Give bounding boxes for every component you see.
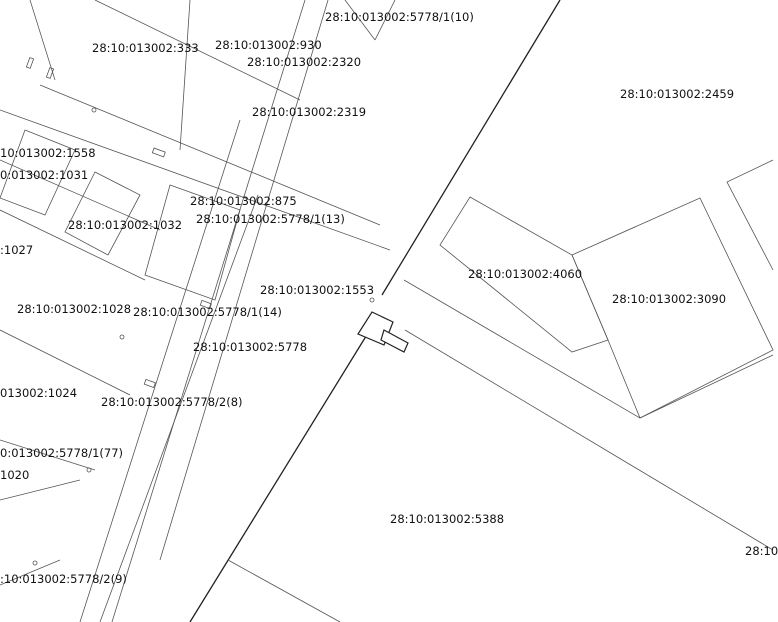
survey-point — [32, 560, 38, 566]
parcel-line — [0, 439, 96, 471]
road-edge — [159, 0, 329, 561]
parcel-shape — [0, 129, 76, 216]
parcel-label: 28:10:013002:930 — [215, 38, 322, 52]
parcel-label: 28:10:013002:5778/1(14) — [133, 305, 282, 319]
parcel-label: 28:10 — [745, 544, 778, 558]
road-edge — [79, 119, 241, 622]
parcel-line — [0, 479, 81, 501]
street-edge — [39, 84, 381, 226]
parcel-label: 28:10:013002:1028 — [17, 302, 132, 316]
parcel-label: 10:013002:1558 — [0, 146, 96, 160]
parcel-line — [344, 0, 376, 41]
survey-point — [369, 297, 375, 303]
road-marker — [45, 67, 55, 79]
parcel-label: 28:10:013002:2319 — [252, 105, 367, 119]
road-edge — [99, 194, 259, 622]
parcel-line — [0, 329, 131, 396]
parcel-label: 28:10:013002:5778/2(8) — [101, 395, 243, 409]
parcel-shape — [64, 171, 141, 256]
parcel-line — [0, 159, 161, 231]
parcel-label: 28:10:013002:1553 — [260, 283, 375, 297]
parcel-label: 013002:1024 — [0, 386, 78, 400]
parcel-label: :10:013002:5778/2(9) — [0, 572, 127, 586]
road-marker — [25, 57, 35, 69]
parcel-label: 28:10:013002:4060 — [468, 267, 583, 281]
road-marker — [151, 147, 166, 158]
parcel-line — [0, 209, 146, 281]
parcel-shape — [439, 196, 609, 353]
street-edge — [0, 109, 391, 251]
parcel-label: 28:10:013002:5778/1(10) — [325, 10, 474, 24]
parcel-shape — [144, 184, 241, 301]
parcel-label: 1020 — [0, 468, 30, 482]
parcel-label: :1027 — [0, 243, 34, 257]
parcel-label: 28:10:013002:875 — [190, 194, 297, 208]
road-edge — [111, 0, 306, 622]
parcel-label: 28:10:013002:5778/1(13) — [196, 212, 345, 226]
parcel-line — [227, 559, 341, 622]
boundary-line — [189, 332, 369, 622]
survey-point — [86, 467, 92, 473]
parcel-label: 28:10:013002:5778 — [193, 340, 308, 354]
parcel-label: 0:013002:5778/1(77) — [0, 446, 124, 460]
survey-point — [91, 107, 97, 113]
parcel-line — [403, 279, 641, 419]
parcel-label: 28:10:013002:2459 — [620, 87, 735, 101]
parcel-line — [29, 0, 56, 81]
parcel-line — [0, 559, 61, 586]
parcel-label: 0:013002:1031 — [0, 168, 89, 182]
parcel-line — [639, 354, 774, 419]
boundary-line — [381, 0, 561, 296]
building-shape — [380, 329, 409, 353]
parcel-label: 28:10:013002:5388 — [390, 512, 505, 526]
parcel-label: 28:10:013002:3090 — [612, 292, 727, 306]
parcel-line — [374, 0, 396, 41]
parcel-line — [179, 0, 191, 151]
parcel-shape — [571, 197, 774, 419]
parcel-label: 28:10:013002:1032 — [68, 218, 183, 232]
survey-point — [119, 334, 125, 340]
parcel-label: 28:10:013002:333 — [92, 41, 199, 55]
parcel-shape — [726, 159, 774, 271]
parcel-line — [94, 0, 301, 101]
parcel-line — [404, 329, 774, 551]
road-marker — [143, 378, 156, 389]
parcel-label: 28:10:013002:2320 — [247, 55, 362, 69]
road-marker — [199, 299, 212, 310]
